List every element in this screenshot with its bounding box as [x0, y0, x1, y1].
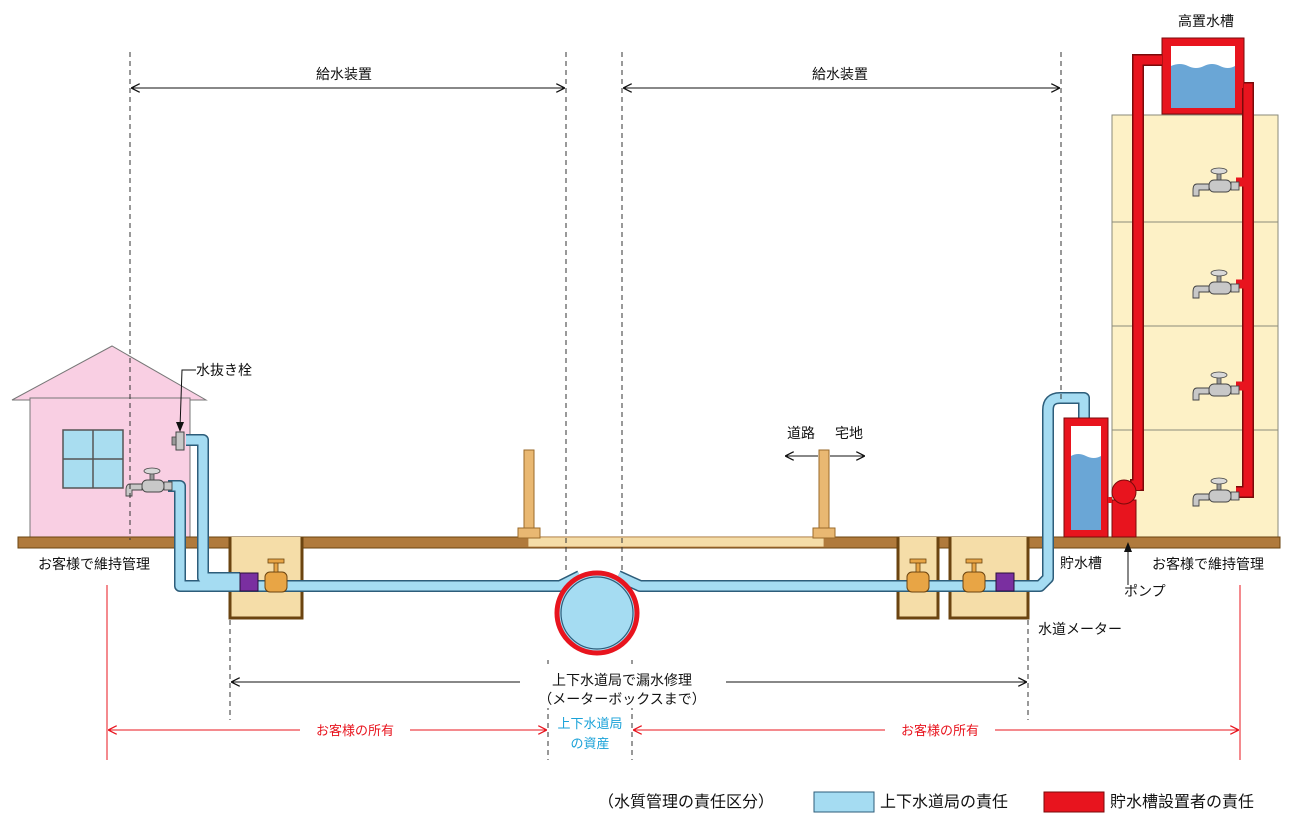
elevated-tank-label: 高置水槽 — [1178, 13, 1234, 30]
supply-label-right: 給水装置 — [812, 67, 868, 83]
guide-lines — [129, 52, 1062, 760]
maintain-label-left: お客様で維持管理 — [38, 556, 150, 573]
blue-pipe-network — [168, 392, 1090, 592]
house — [11, 345, 208, 539]
legend-blue-label: 上下水道局の責任 — [880, 792, 1008, 811]
drain-plug-label: 水抜き栓 — [196, 363, 252, 379]
asset-label-line2: の資産 — [570, 736, 609, 752]
pump-icon — [1111, 479, 1137, 538]
elevated-tank — [1161, 37, 1245, 115]
boundary-post — [517, 449, 541, 539]
repair-label-line2: （メーターボックスまで） — [538, 692, 706, 708]
water-meter — [995, 572, 1015, 592]
asset-label-line1: 上下水道局 — [557, 717, 622, 732]
owner-label-left: お客様の所有 — [316, 723, 394, 739]
water-main — [554, 570, 640, 656]
water-meter-label: 水道メーター — [1038, 622, 1122, 638]
storage-tank — [1063, 417, 1109, 538]
legend-swatch-blue — [813, 791, 875, 813]
red-pipe-elevated — [1130, 54, 1254, 498]
boundary-post — [812, 449, 836, 539]
pump-label: ポンプ — [1124, 584, 1166, 600]
storage-tank-label: 貯水槽 — [1060, 556, 1102, 572]
supply-label-left: 給水装置 — [316, 67, 372, 83]
legend-heading: （水質管理の責任区分） — [598, 792, 774, 811]
road-label: 道路 — [787, 426, 815, 442]
meter-box — [948, 537, 1030, 620]
legend: （水質管理の責任区分） 上下水道局の責任 貯水槽設置者の責任 — [598, 791, 1254, 813]
maintain-label-right: お客様で維持管理 — [1152, 556, 1264, 573]
repair-label-line1: 上下水道局で漏水修理 — [552, 673, 692, 689]
residential-label: 宅地 — [835, 426, 863, 442]
owner-label-right: お客様の所有 — [901, 723, 979, 739]
water-meter — [239, 572, 259, 592]
window-icon — [62, 429, 124, 489]
legend-red-label: 貯水槽設置者の責任 — [1110, 792, 1254, 811]
legend-swatch-red — [1043, 791, 1105, 813]
